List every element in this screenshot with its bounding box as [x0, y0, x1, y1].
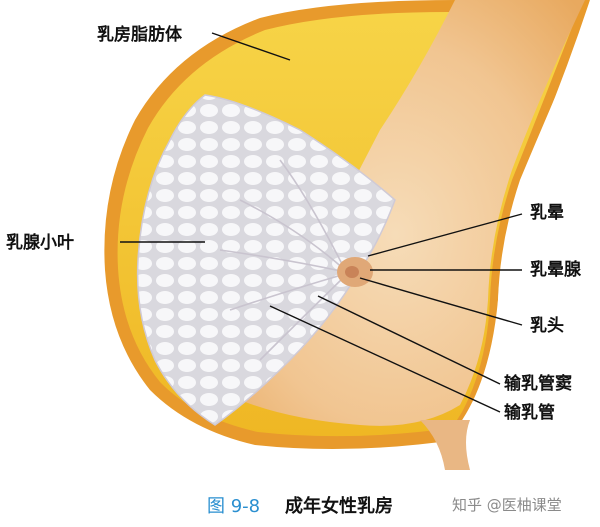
caption-number: 图 9-8: [207, 496, 261, 517]
watermark: 知乎 @医柚课堂: [452, 496, 562, 514]
skin-surface: [455, 0, 600, 470]
label-areola-gland: 乳晕腺: [530, 260, 581, 280]
ducts: [219, 159, 346, 361]
label-sinus: 输乳管窦: [504, 374, 572, 394]
label-nipple: 乳头: [530, 316, 564, 336]
lower-skin: [420, 420, 470, 470]
breast-anatomy-figure: 乳房脂肪体 乳腺小叶 乳晕 乳晕腺 乳头 输乳管窦 输乳管: [6, 0, 600, 470]
nipple-shape: [345, 266, 359, 278]
label-lobule: 乳腺小叶: [6, 233, 74, 253]
figure-caption: 图 9-8 成年女性乳房 知乎 @医柚课堂: [0, 492, 600, 518]
caption-title: 成年女性乳房: [285, 496, 393, 517]
label-duct: 输乳管: [504, 403, 555, 423]
anatomy-illustration: [104, 0, 600, 470]
gland-area: [136, 94, 396, 426]
label-areola: 乳晕: [530, 203, 564, 223]
leader-lines: [120, 32, 523, 413]
label-fat: 乳房脂肪体: [97, 25, 182, 45]
